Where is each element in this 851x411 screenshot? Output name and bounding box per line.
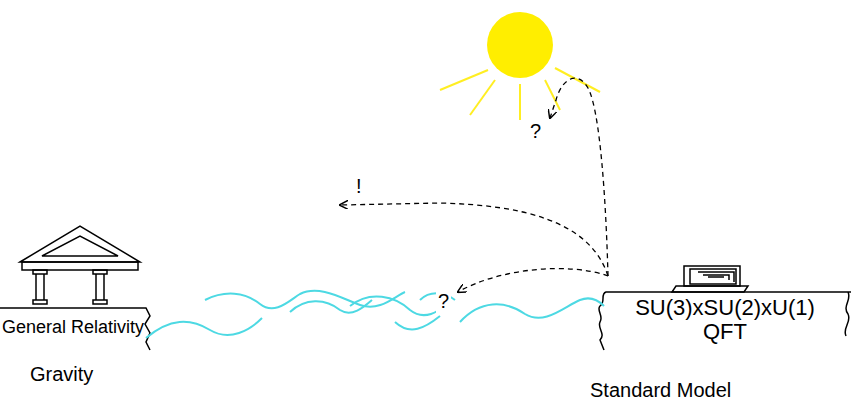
cliff-node: SU(3)xSU(2)xU(1) QFT — [625, 296, 825, 344]
arrow-mark: ? — [528, 120, 543, 143]
cliff-node: General Relativity — [2, 318, 147, 338]
laptop-icon — [672, 266, 748, 292]
dashed-arrows — [340, 78, 608, 292]
temple-icon — [20, 226, 140, 304]
left-cliff — [0, 308, 150, 350]
sea-waves — [146, 291, 604, 338]
arrow-mark: ? — [436, 290, 451, 313]
theory-name: General Relativity — [2, 318, 147, 338]
arrow-mark: ! — [354, 175, 364, 198]
field-label: Gravity — [28, 363, 95, 386]
theory-name: SU(3)xSU(2)xU(1) QFT — [625, 296, 825, 344]
field-label: Standard Model — [588, 379, 733, 402]
right-cliff — [599, 292, 851, 350]
sun — [440, 12, 600, 120]
